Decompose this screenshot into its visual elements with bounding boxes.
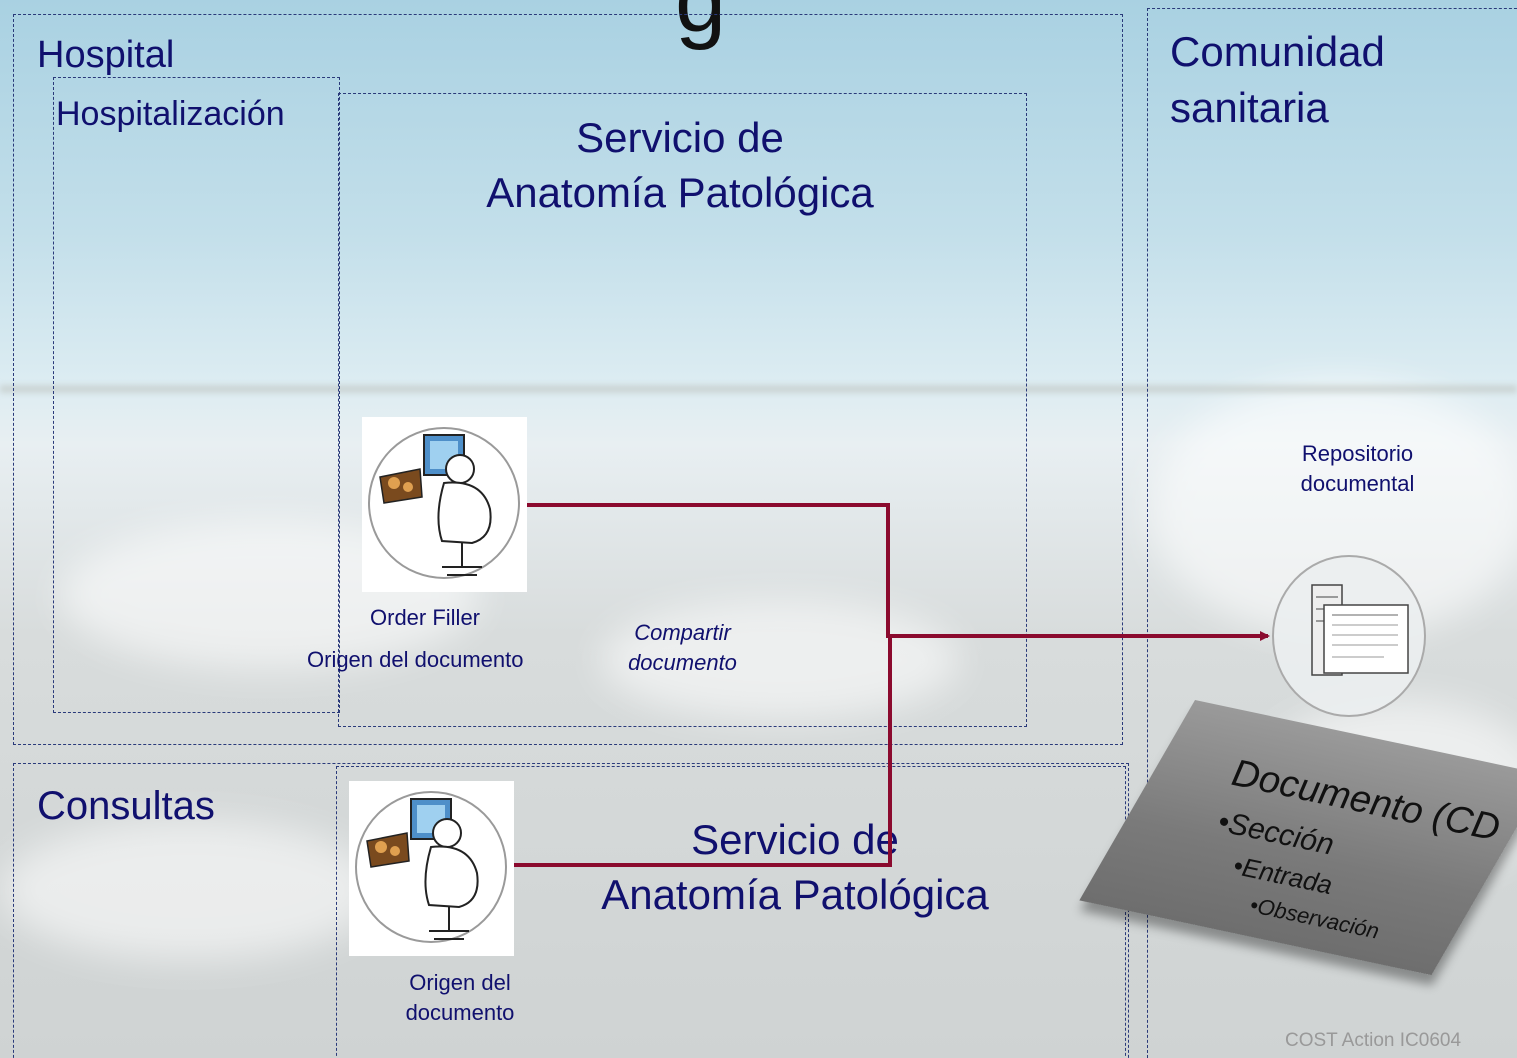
workstation-user-icon	[366, 798, 479, 940]
connector-bottom	[512, 636, 892, 867]
bottom-origin-label: Origen del documento	[380, 968, 540, 1028]
servicio-bottom-line1: Servicio de	[691, 816, 899, 863]
title-fragment: g	[675, 0, 727, 51]
hospitalizacion-region	[53, 77, 340, 713]
servicio-top-line2: Anatomía Patológica	[486, 169, 874, 216]
comunidad-line2: sanitaria	[1170, 84, 1329, 131]
hospitalizacion-label: Hospitalización	[56, 95, 285, 133]
repository-line1: Repositorio	[1301, 441, 1414, 466]
transaction-line1: Compartir	[634, 620, 731, 645]
comunidad-region	[1147, 8, 1517, 1058]
servicio-bottom-region	[336, 766, 1126, 1058]
consultas-label: Consultas	[37, 784, 215, 828]
repository-icon	[1272, 555, 1426, 717]
connector-top	[525, 503, 890, 636]
transaction-line2: documento	[628, 650, 737, 675]
comunidad-line1: Comunidad	[1170, 28, 1385, 75]
repository-label: Repositorio documental	[1270, 439, 1445, 499]
servicio-bottom-line2: Anatomía Patológica	[601, 871, 989, 918]
servicio-top-line1: Servicio de	[576, 114, 784, 161]
top-origin-label: Origen del documento	[307, 647, 524, 672]
bottom-origin-line1: Origen del	[409, 970, 511, 995]
servicio-top-region	[338, 93, 1027, 727]
order-filler-label: Order Filler	[370, 605, 481, 630]
servicio-top-label: Servicio de Anatomía Patológica	[440, 110, 920, 220]
hospital-region	[13, 14, 1123, 745]
bottom-origin-line2: documento	[405, 1000, 515, 1025]
workstation-user-icon	[379, 434, 492, 576]
hospital-label: Hospital	[37, 34, 175, 76]
transaction-label: Compartir documento	[600, 618, 765, 678]
comunidad-label: Comunidad sanitaria	[1170, 24, 1385, 136]
footer-text: COST Action IC0604	[1285, 1030, 1462, 1051]
servicio-bottom-label: Servicio de Anatomía Patológica	[560, 812, 1030, 922]
repository-line2: documental	[1300, 471, 1415, 496]
bottom-actor-icon	[349, 781, 514, 956]
order-filler-actor-icon	[362, 417, 527, 592]
document-repository-icon	[1311, 584, 1409, 676]
